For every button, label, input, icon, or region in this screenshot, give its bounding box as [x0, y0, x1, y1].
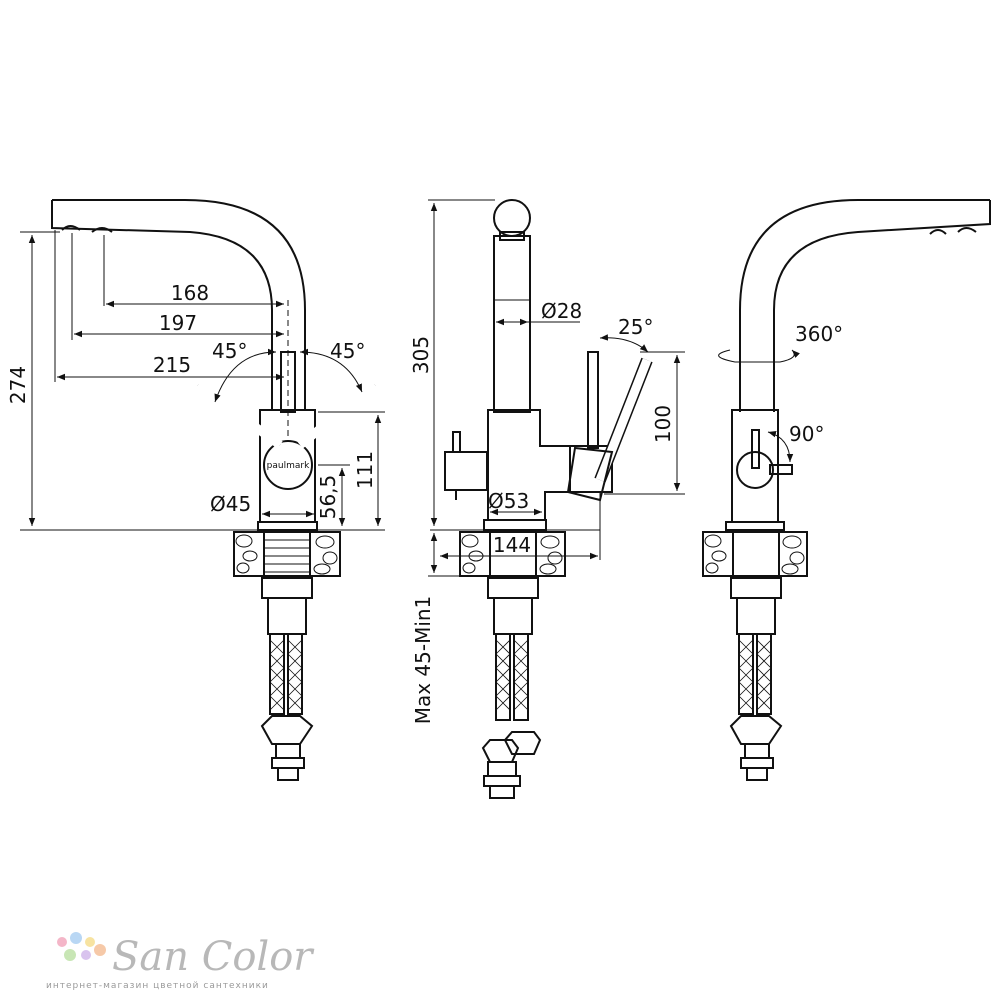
braided-hoses: [269, 633, 303, 715]
logo-dot: [94, 944, 106, 956]
logo-dot: [64, 949, 76, 961]
reach-197-label: 197: [159, 311, 197, 335]
side-mounting-stud: [493, 597, 533, 635]
back-aerator-2: [957, 227, 977, 233]
lever-vertical: [587, 351, 599, 449]
side-hose-fitting: [487, 761, 517, 777]
stone-texture: [235, 534, 338, 575]
logo-dot: [57, 937, 67, 947]
depth-label-bg: [492, 536, 532, 554]
lever-stem: [280, 351, 296, 413]
side-mounting-nut: [487, 577, 539, 599]
hose-tip-front: [277, 767, 299, 781]
back-hose-end: [740, 757, 774, 769]
back-view: 360° 90°: [702, 199, 991, 781]
threaded-shank: [263, 531, 311, 579]
hose-end-front: [271, 757, 305, 769]
back-mounting-nut: [730, 577, 782, 599]
side-hose-nut-1: [481, 739, 520, 763]
counter-thickness-label: Max 45-Min1: [411, 596, 435, 725]
lever-angle-arc: [599, 334, 649, 353]
logo-dot: [85, 937, 95, 947]
side-hose-end: [483, 775, 521, 787]
angle-right-label: 45°: [330, 339, 365, 363]
back-braided-hoses: [738, 633, 772, 715]
reach-168-label: 168: [171, 281, 209, 305]
left-handle: [195, 381, 283, 449]
lever-rotation-arc: [767, 431, 794, 463]
watermark-subtitle: интернет-магазин цветной сантехники: [46, 981, 269, 991]
logo-dot: [70, 932, 82, 944]
side-base-ring: [483, 519, 547, 531]
side-height-label: 305: [409, 336, 433, 374]
back-lever-up: [751, 429, 760, 469]
lever-height-side-label: 100: [651, 405, 675, 443]
brand-badge: [263, 440, 313, 490]
side-view: 305 Ø28 25° 100 Ø53 144: [409, 199, 685, 799]
height-label: 274: [6, 366, 30, 404]
valve-knob: [452, 431, 461, 453]
back-spout: [739, 199, 991, 412]
aerator-1: [61, 225, 81, 231]
lever-angle-label: 25°: [618, 315, 653, 339]
logo-dot: [81, 950, 91, 960]
reach-215-label: 215: [153, 353, 191, 377]
rotation-label: 360°: [795, 322, 843, 346]
back-hose-tip: [746, 767, 768, 781]
mounting-nut: [261, 577, 313, 599]
lever-rotation-label: 90°: [789, 422, 824, 446]
spout-top: [493, 199, 531, 237]
base-diameter-label: Ø45: [210, 492, 251, 516]
front-view: paulmark 45° 45° 274 168 197 215: [6, 199, 385, 781]
aerator-2: [91, 227, 113, 233]
rotation-arc: [718, 349, 800, 363]
side-braided-hoses: [495, 633, 529, 721]
back-lever-side: [769, 464, 793, 475]
hose-fitting-front: [275, 743, 301, 759]
spout: [51, 199, 306, 410]
side-base-diameter-label: Ø53: [488, 489, 529, 513]
angle-arc-right: [299, 348, 363, 393]
hose-nut-front: [260, 715, 314, 745]
body-height-label: 56,5: [316, 475, 340, 520]
side-hose-tip: [489, 785, 515, 799]
lever-height-label: 111: [353, 451, 377, 489]
logo-dots: [57, 932, 106, 961]
spout-diameter-label: Ø28: [541, 299, 582, 323]
back-hose-nut: [729, 715, 783, 745]
base-ring: [257, 521, 318, 531]
angle-arc-left: [214, 348, 277, 403]
watermark-title: San Color: [112, 934, 315, 980]
shank-threads: [264, 539, 310, 573]
right-handle: [297, 381, 378, 449]
lever-tilted: [594, 357, 653, 483]
side-hose-nut-2: [503, 731, 542, 755]
back-stone-texture: [704, 534, 805, 575]
spout-column: [493, 235, 531, 413]
depth-label: 144: [493, 533, 531, 557]
angle-left-label: 45°: [212, 339, 247, 363]
back-base-ring: [725, 521, 785, 531]
back-mounting-stud: [736, 597, 776, 635]
back-lever-hub: [736, 451, 774, 489]
back-hose-fitting: [744, 743, 770, 759]
back-aerator-1: [929, 229, 947, 235]
brand-label: paulmark: [267, 461, 310, 471]
mounting-stud: [267, 597, 307, 635]
side-valve: [444, 451, 488, 491]
watermark-logo: San Color интернет-магазин цветной санте…: [46, 932, 315, 991]
back-threaded-shank: [732, 531, 780, 579]
